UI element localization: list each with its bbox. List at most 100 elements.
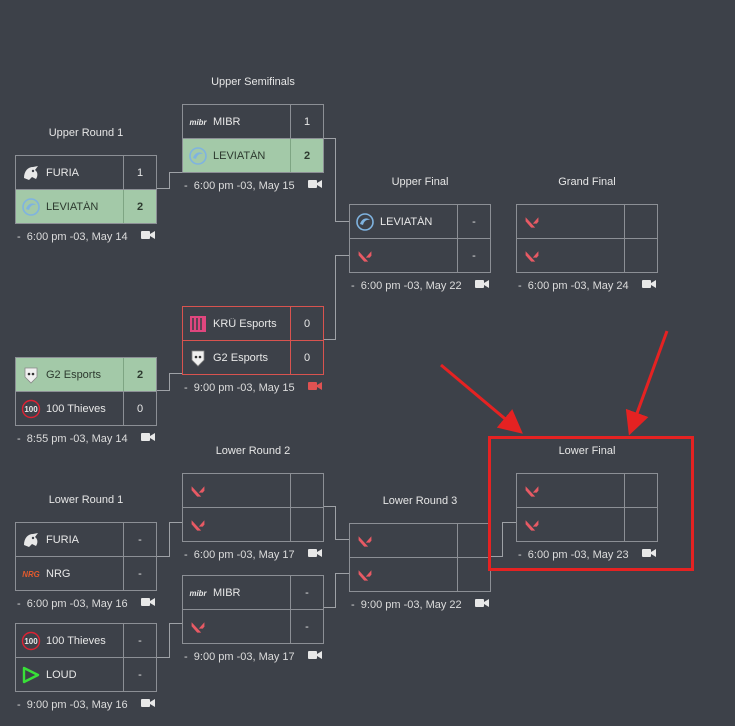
team-row[interactable]: [517, 205, 657, 238]
connector: [157, 657, 169, 658]
match-time: - 6:00 pm -03, May 22: [351, 279, 462, 292]
connector: [169, 373, 170, 391]
team-score: -: [123, 557, 156, 590]
team-row[interactable]: [517, 474, 657, 507]
team-score: -: [457, 239, 490, 272]
team-row[interactable]: NRG -: [16, 556, 156, 590]
match-upper-round-1-a[interactable]: FURIA 1 LEVIATÁN 2 - 6:00 pm -03, May 14: [15, 155, 157, 243]
team-name: 100 Thieves: [46, 402, 106, 415]
team-row[interactable]: [183, 507, 323, 541]
team-row[interactable]: FURIA 1: [16, 156, 156, 189]
team-score: [457, 524, 490, 557]
match-grand-final[interactable]: - 6:00 pm -03, May 24: [516, 204, 658, 292]
match-time: - 9:00 pm -03, May 22: [351, 598, 462, 611]
connector: [335, 506, 336, 539]
team-row[interactable]: -: [183, 609, 323, 643]
team-score: 2: [123, 190, 156, 223]
team-row[interactable]: MIBR 1: [183, 105, 323, 138]
title-upper-round-1: Upper Round 1: [48, 127, 124, 139]
match-upper-semifinal-b[interactable]: KRÜ Esports 0 G2 Esports 0 - 9:00 pm -03…: [182, 306, 324, 394]
team-row-winner[interactable]: LEVIATÁN 2: [183, 138, 323, 172]
match-time: - 6:00 pm -03, May 17: [184, 548, 295, 561]
team-row[interactable]: [183, 474, 323, 507]
connector: [324, 138, 336, 139]
team-name: MIBR: [213, 586, 241, 599]
team-name: LEVIATÁN: [213, 149, 266, 162]
team-row-winner[interactable]: G2 Esports 2: [16, 358, 156, 391]
connector: [335, 573, 349, 574]
connector: [157, 188, 169, 189]
connector: [169, 623, 170, 658]
team-row[interactable]: [350, 557, 490, 591]
connector: [335, 573, 336, 608]
title-grand-final: Grand Final: [558, 176, 616, 188]
match-lower-round-2-b[interactable]: MIBR - - - 9:00 pm -03, May 17: [182, 575, 324, 663]
team-score: [457, 558, 490, 591]
title-lower-final: Lower Final: [558, 445, 616, 457]
arrow-left: [440, 363, 523, 434]
connector: [502, 522, 516, 523]
team-score: [624, 205, 657, 238]
match-upper-round-1-b[interactable]: G2 Esports 2 100 Thieves 0 - 8:55 pm -03…: [15, 357, 157, 445]
match-upper-final[interactable]: LEVIATÁN - - - 6:00 pm -03, May 22: [349, 204, 491, 292]
team-score: [624, 474, 657, 507]
match-upper-semifinal-a[interactable]: MIBR 1 LEVIATÁN 2 - 6:00 pm -03, May 15: [182, 104, 324, 192]
team-score: [290, 474, 323, 507]
team-row[interactable]: [517, 507, 657, 541]
connector: [335, 221, 349, 222]
title-upper-semifinals: Upper Semifinals: [211, 76, 295, 88]
team-row[interactable]: -: [350, 238, 490, 272]
match-time: - 6:00 pm -03, May 24: [518, 279, 629, 292]
title-lower-round-1: Lower Round 1: [48, 494, 124, 506]
team-row[interactable]: [517, 238, 657, 272]
match-time: - 6:00 pm -03, May 23: [518, 548, 629, 561]
team-name: KRÜ Esports: [213, 317, 277, 330]
connector: [491, 556, 503, 557]
match-lower-round-2-a[interactable]: - 6:00 pm -03, May 17: [182, 473, 324, 561]
team-row[interactable]: [350, 524, 490, 557]
team-name: MIBR: [213, 115, 241, 128]
match-lower-round-3[interactable]: - 9:00 pm -03, May 22: [349, 523, 491, 611]
team-row[interactable]: KRÜ Esports 0: [183, 307, 323, 340]
team-score: -: [457, 205, 490, 238]
title-upper-final: Upper Final: [391, 176, 449, 188]
connector: [169, 522, 182, 523]
team-row[interactable]: LEVIATÁN -: [350, 205, 490, 238]
team-score: 1: [123, 156, 156, 189]
team-score: -: [123, 658, 156, 691]
team-score: 2: [123, 358, 156, 391]
connector: [169, 623, 182, 624]
team-score: 0: [123, 392, 156, 425]
team-name: LOUD: [46, 668, 77, 681]
connector: [335, 255, 336, 340]
connector: [335, 138, 336, 222]
team-score: 0: [290, 307, 323, 340]
connector: [169, 172, 170, 189]
arrow-right: [625, 330, 669, 436]
team-score: [624, 239, 657, 272]
match-lower-final[interactable]: - 6:00 pm -03, May 23: [516, 473, 658, 561]
team-row-winner[interactable]: LEVIATÁN 2: [16, 189, 156, 223]
match-time: - 6:00 pm -03, May 14: [17, 230, 128, 243]
annotation-highlight-box: [488, 436, 694, 571]
team-row[interactable]: MIBR -: [183, 576, 323, 609]
match-time: - 6:00 pm -03, May 15: [184, 179, 295, 192]
team-row[interactable]: FURIA -: [16, 523, 156, 556]
team-score: [624, 508, 657, 541]
team-row[interactable]: LOUD -: [16, 657, 156, 691]
team-score: 1: [290, 105, 323, 138]
match-time: - 8:55 pm -03, May 14: [17, 432, 128, 445]
team-row[interactable]: G2 Esports 0: [183, 340, 323, 374]
team-score: -: [123, 523, 156, 556]
team-score: [290, 508, 323, 541]
connector: [157, 390, 169, 391]
team-name: NRG: [46, 567, 71, 580]
team-row[interactable]: 100 Thieves -: [16, 624, 156, 657]
connector: [169, 373, 182, 374]
connector: [324, 339, 336, 340]
team-score: -: [290, 610, 323, 643]
team-score: -: [290, 576, 323, 609]
team-row[interactable]: 100 Thieves 0: [16, 391, 156, 425]
match-lower-round-1-b[interactable]: 100 Thieves - LOUD - - 9:00 pm -03, May …: [15, 623, 157, 711]
match-lower-round-1-a[interactable]: FURIA - NRG - - 6:00 pm -03, May 16: [15, 522, 157, 610]
